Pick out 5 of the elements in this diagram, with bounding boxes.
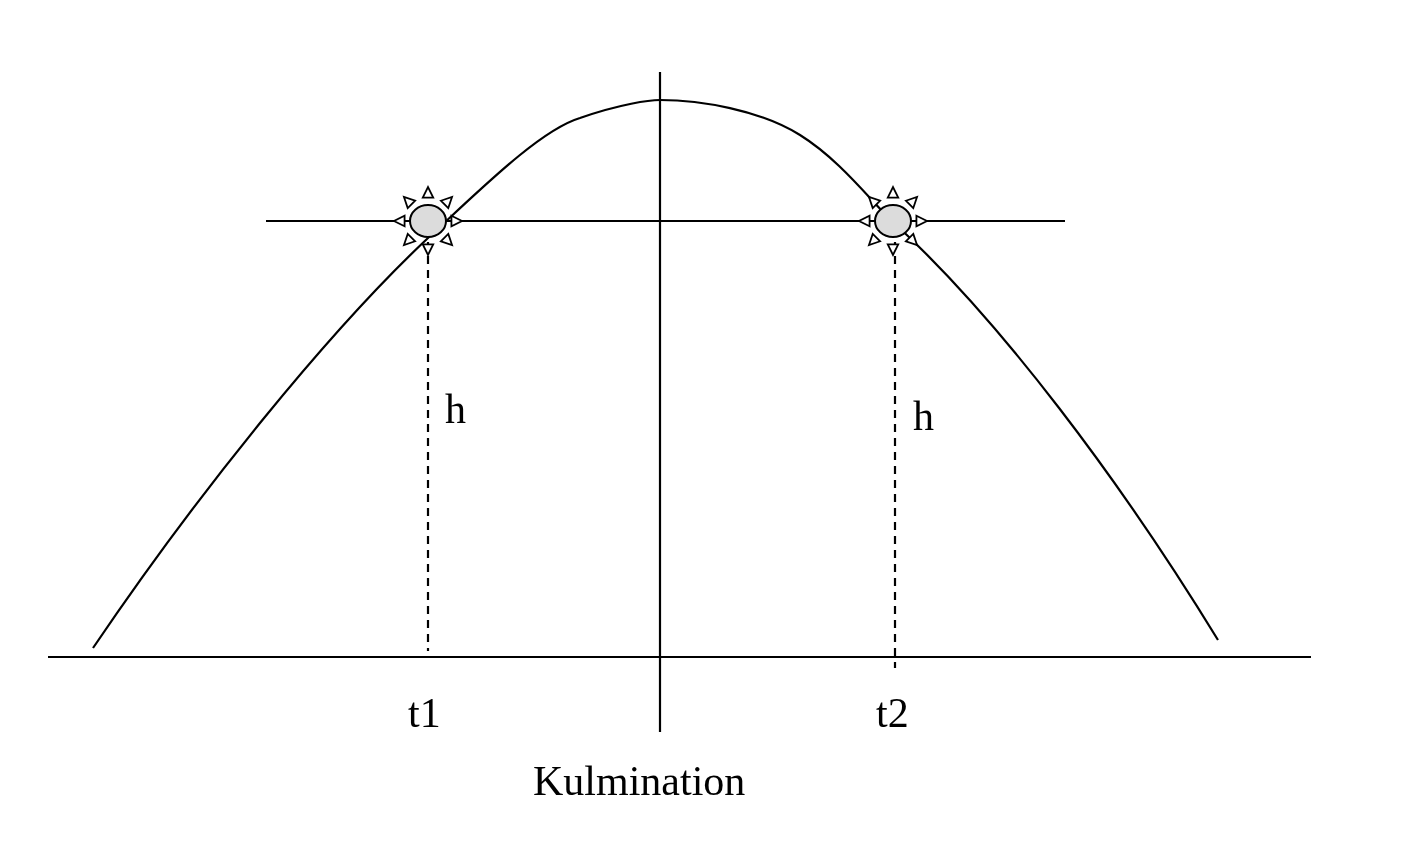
- axis-caption: Kulmination: [533, 760, 746, 802]
- height-label: h: [445, 388, 466, 430]
- time-label: t1: [408, 692, 441, 734]
- time-label: t2: [876, 692, 909, 734]
- height-label: h: [913, 395, 934, 437]
